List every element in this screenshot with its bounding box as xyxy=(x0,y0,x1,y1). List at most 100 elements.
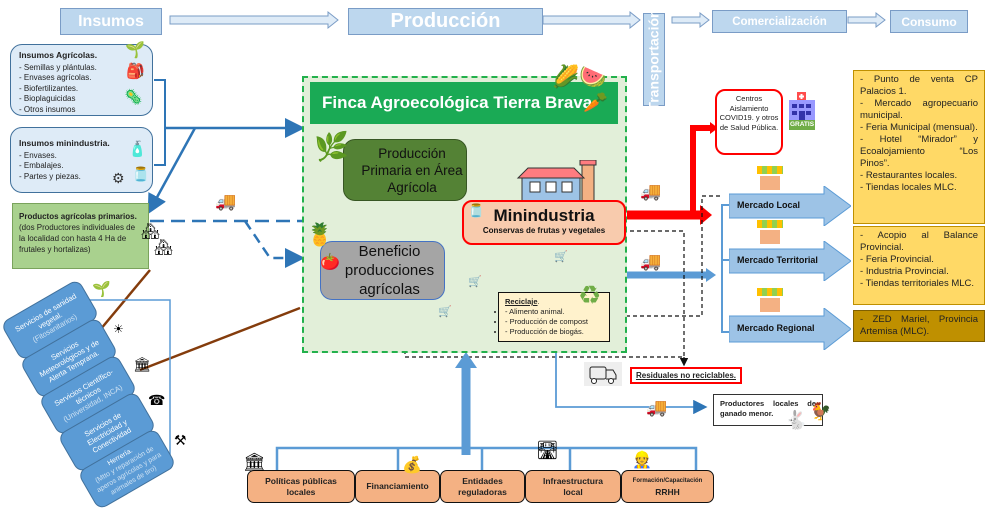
radish-icon: 🍅 xyxy=(320,254,340,271)
list-item: ZED Mariel, Provincia Artemisa (MLC). xyxy=(860,314,978,338)
mercado-territorial: Mercado Territorial xyxy=(729,241,851,281)
carrot-icon: 🥕 xyxy=(583,92,608,114)
soporte-formacion: Formación/Capacitación RRHH xyxy=(621,470,714,503)
soporte-infraestructura: Infraestructura local xyxy=(525,470,621,503)
government-building-icon: 🏛 xyxy=(243,452,266,472)
mercado-territorial-label: Mercado Territorial xyxy=(737,255,818,265)
stage-arrow-4 xyxy=(847,11,886,29)
centros-covid-box: Centros Aislamiento COVID19. y otros de … xyxy=(715,89,783,155)
productos-primarios-desc: (dos Productores individuales de la loca… xyxy=(19,223,136,254)
plant-icon: 🌿 xyxy=(314,131,349,162)
beneficio-box: Beneficio producciones agrícolas xyxy=(320,241,445,300)
reciclaje-to-ganado-line xyxy=(555,340,708,415)
money-envelope-icon: 💰 xyxy=(402,457,422,474)
insumos-minindustria-title: Insumos minindustria. xyxy=(19,138,110,148)
farm-houses-icon: 🏘 xyxy=(141,223,161,240)
farm-houses-icon: 🏘 xyxy=(154,239,174,256)
insumos-agricolas-title: Insumos Agrícolas. xyxy=(19,50,98,60)
list-item: Envases. xyxy=(19,151,144,162)
produccion-primaria-box: Producción Primaria en Área Agrícola xyxy=(343,139,467,201)
hammer-anvil-icon: ⚒ xyxy=(174,432,187,448)
mercado-local: Mercado Local xyxy=(729,186,851,226)
inputs-to-productos-arrow xyxy=(147,127,197,215)
telephone-icon: ☎ xyxy=(148,392,166,408)
soporte-line2: locales xyxy=(286,486,316,497)
list-item: Feria Provincial. xyxy=(860,254,978,266)
minindustria-subtitle: Conservas de frutas y vegetales xyxy=(482,226,606,235)
institution-icon: 🏛 xyxy=(133,356,151,372)
seedling-soil-icon: 🌱 xyxy=(92,281,111,298)
list-item: Acopio al Balance Provincial. xyxy=(860,230,978,254)
gratis-badge: GRATIS xyxy=(789,121,815,128)
list-item: Envases agrícolas. xyxy=(19,73,144,84)
consumo-territorial-box: Acopio al Balance Provincial. Feria Prov… xyxy=(853,226,985,305)
support-bracket xyxy=(275,446,698,470)
insumos-agricolas-box: Insumos Agrícolas. Semillas y plántulas.… xyxy=(10,44,153,116)
minindustria-box: Minindustria Conservas de frutas y veget… xyxy=(462,200,626,245)
garbage-truck-icon xyxy=(584,362,622,386)
minindustria-title: Minindustria xyxy=(493,206,595,225)
list-item: Hotel “Mirador” y Ecoalojamiento “Los Pi… xyxy=(860,134,978,170)
soporte-line2: reguladoras xyxy=(458,486,507,497)
soporte-financiamiento: Financiamiento xyxy=(355,470,440,503)
rabbit-icon: 🐇 xyxy=(785,410,808,430)
wheelbarrow-icon: 🛒 xyxy=(554,251,568,263)
truck-icon: 🚚 xyxy=(640,252,662,271)
consumo-local-box: Punto de venta CP Palacios 1. Mercado ag… xyxy=(853,70,985,224)
gear-icon: ⚙ xyxy=(112,170,125,186)
seedling-tools-icon: 🌱 xyxy=(125,42,145,59)
list-item: Otros insumos xyxy=(19,105,144,116)
consumo-regional-box: ZED Mariel, Provincia Artemisa (MLC). xyxy=(853,310,985,342)
stage-comercializacion: Comercialización xyxy=(712,10,847,33)
list-item: Semillas y plántulas. xyxy=(19,63,144,74)
truck-icon: 🚚 xyxy=(215,192,237,211)
list-item: Restaurantes locales. xyxy=(860,170,978,182)
wheelbarrow-icon: 🛒 xyxy=(438,306,452,318)
finca-title: Finca Agroecológica Tierra Brava xyxy=(310,82,618,124)
stage-arrow-3 xyxy=(671,11,710,29)
list-item: Tiendas locales MLC. xyxy=(860,182,978,194)
insumos-minindustria-box: Insumos minindustria. Envases. Embalajes… xyxy=(10,127,153,193)
mercado-regional-label: Mercado Regional xyxy=(737,323,815,333)
workers-icon: 👷 xyxy=(632,452,652,469)
list-item: Producción de compost xyxy=(505,317,603,327)
productos-to-beneficio-arrow xyxy=(243,220,305,268)
productos-primarios-title: Productos agrícolas primarios. xyxy=(19,212,137,221)
stage-insumos: Insumos xyxy=(60,8,162,35)
stage-transportacion: Transportación xyxy=(643,9,665,110)
list-item: Industria Provincial. xyxy=(860,266,978,278)
fruit-basket-icon: 🍍 xyxy=(306,222,334,247)
soporte-line1: Políticas públicas xyxy=(265,475,337,486)
stage-produccion: Producción xyxy=(348,8,543,35)
list-item: Tiendas territoriales MLC. xyxy=(860,278,978,290)
productos-primarios-box: Productos agrícolas primarios. (dos Prod… xyxy=(12,203,149,269)
bacteria-icon: 🦠 xyxy=(124,89,143,106)
soporte-line2: local xyxy=(563,486,583,497)
list-item: Mercado agropecuario municipal. xyxy=(860,98,978,122)
weather-icon: ☀ xyxy=(113,322,124,336)
fruits-vegetables-icon: 🌽🍉 xyxy=(552,64,607,89)
fertilizer-bag-icon: 🎒 xyxy=(126,63,145,80)
wheelbarrow-icon: 🛒 xyxy=(468,276,482,288)
list-item: Feria Municipal (mensual). xyxy=(860,122,978,134)
market-to-reciclaje-dashed xyxy=(607,195,720,321)
stage-arrow-1 xyxy=(169,10,339,30)
list-item: Biofertilizantes. xyxy=(19,84,144,95)
services-line-2 xyxy=(139,306,301,372)
soporte-line1: Entidades xyxy=(462,475,503,486)
inputs-bracket xyxy=(154,79,166,166)
factory-icon xyxy=(514,159,604,203)
mercado-local-label: Mercado Local xyxy=(737,200,801,210)
reciclaje-box: Reciclaje. Alimento animal. Producción d… xyxy=(498,292,610,342)
soporte-entidades: Entidades reguladoras xyxy=(440,470,525,503)
road-tree-icon: 🛣 xyxy=(536,440,559,460)
soporte-politicas: Políticas públicas locales xyxy=(247,470,355,503)
market-stall-icon xyxy=(755,288,785,312)
list-item: Embalajes. xyxy=(19,161,144,172)
soporte-line1: Infraestructura xyxy=(543,475,603,486)
list-item: Partes y piezas. xyxy=(19,172,144,183)
mercado-regional: Mercado Regional xyxy=(729,308,851,350)
stage-transportacion-label: Transportación xyxy=(646,8,663,111)
stage-consumo: Consumo xyxy=(890,10,968,33)
